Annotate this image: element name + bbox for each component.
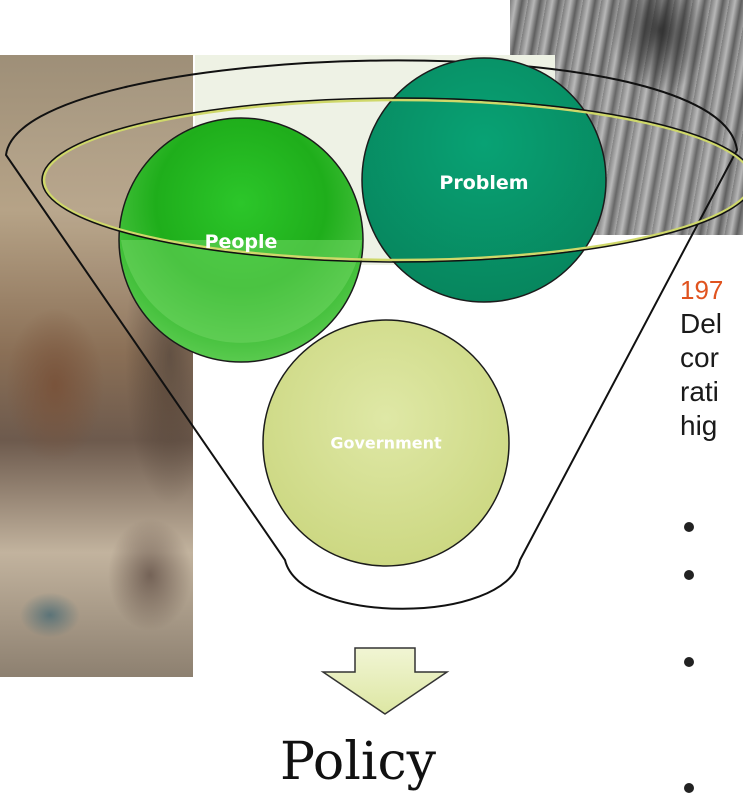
side-line: Del (680, 308, 723, 339)
down-arrow-icon (320, 647, 450, 715)
side-text-block: 197 Del cor rati hig (680, 275, 743, 443)
funnel-rim (42, 98, 743, 262)
side-line: cor (680, 342, 719, 373)
bullet-icon (684, 570, 694, 580)
funnel-rim-outline (41, 97, 743, 263)
government-label: Government (330, 433, 442, 453)
bullet-icon (684, 657, 694, 667)
government-circle (262, 319, 510, 567)
policy-output-label: Policy (280, 732, 436, 792)
side-line: rati (680, 376, 719, 407)
people-circle-lower-tint (121, 240, 362, 343)
side-year: 197 (680, 275, 724, 305)
bullet-icon (684, 522, 694, 532)
problem-circle (361, 57, 607, 303)
bullet-icon (684, 783, 694, 793)
problem-label: Problem (439, 172, 529, 194)
side-line: hig (680, 410, 718, 441)
people-label: People (204, 231, 278, 253)
